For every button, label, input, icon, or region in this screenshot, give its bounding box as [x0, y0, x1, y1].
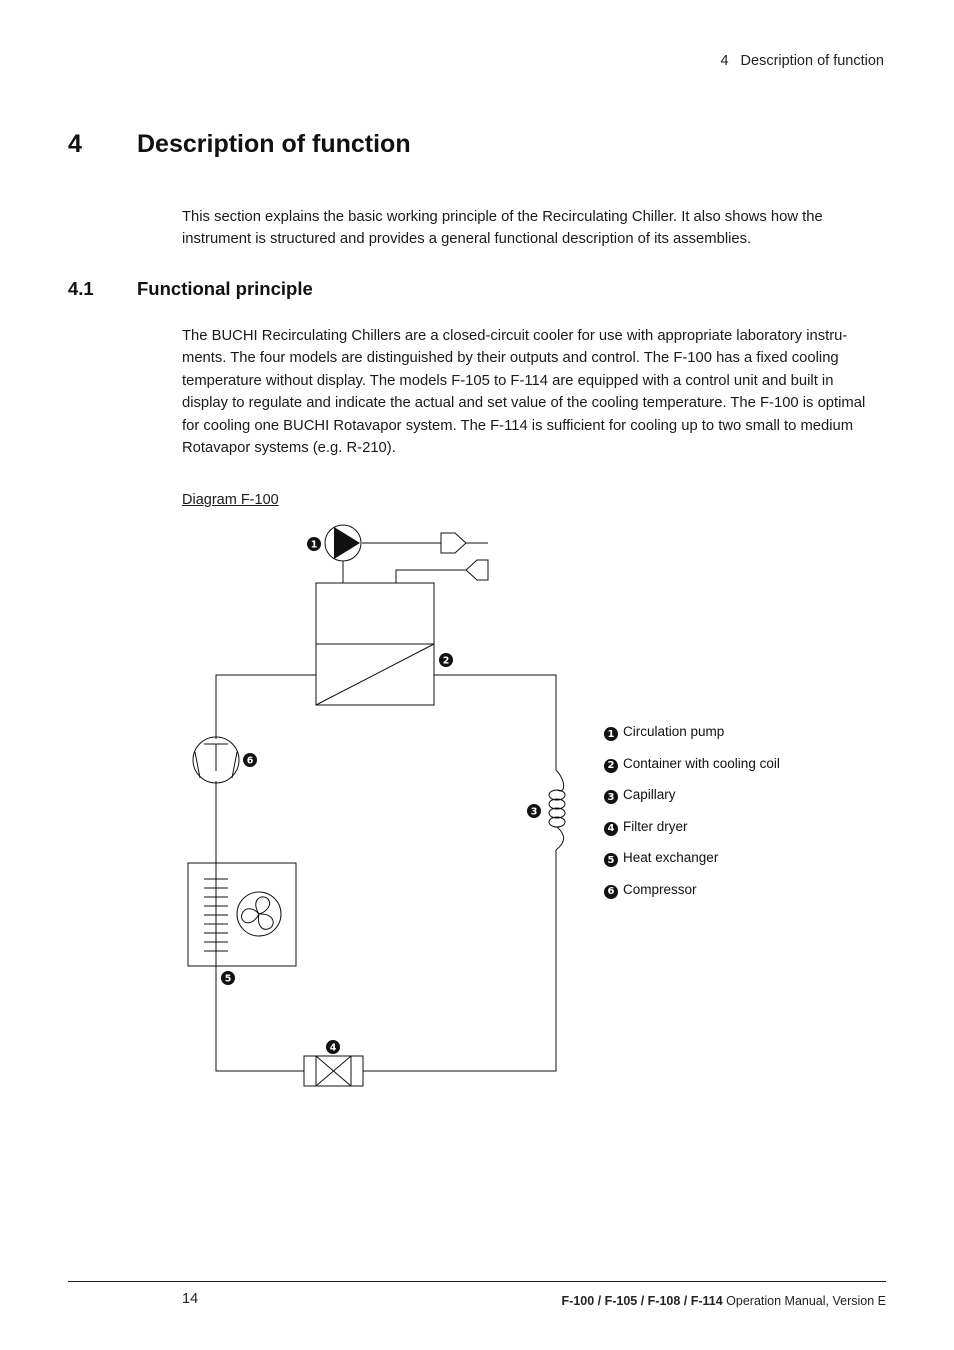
- loop-right-bottom: [363, 850, 557, 1072]
- capillary-turn: [548, 798, 566, 810]
- legend-badge: 1: [604, 727, 618, 741]
- chapter-intro: This section explains the basic working …: [182, 209, 823, 248]
- pump-triangle: [334, 527, 360, 559]
- heat-exchanger-fins: [204, 878, 228, 952]
- marker-2-label: 2: [443, 656, 450, 667]
- capillary-upper-bend: [555, 769, 565, 792]
- loop-left-top: [215, 674, 316, 739]
- footer-document-title: F-100 / F-105 / F-108 / F-114 Operation …: [562, 1294, 886, 1308]
- legend-item: 6 Compressor: [604, 882, 780, 914]
- running-header-chapter-number: 4: [720, 53, 729, 69]
- marker-1-label: 1: [311, 540, 318, 551]
- marker-3: [527, 804, 541, 818]
- loop-left-bottom: [215, 966, 304, 1072]
- marker-3-label: 3: [531, 807, 538, 818]
- section-body: The BUCHI Recirculating Chillers are a c…: [182, 328, 866, 457]
- running-header: 4 Description of function: [720, 53, 884, 69]
- capillary-turn: [548, 807, 566, 819]
- diagram-markers: 1 2 3 4 5 6: [221, 537, 541, 1054]
- marker-2: [439, 653, 453, 667]
- legend-item: 4 Filter dryer: [604, 819, 780, 851]
- loop-right-top: [434, 674, 557, 770]
- capillary-lower-bend: [555, 826, 565, 851]
- compressor-icon: [192, 736, 240, 784]
- legend-badge: 6: [604, 884, 618, 899]
- running-header-chapter-title: Description of function: [740, 53, 884, 69]
- section-number: 4.1: [68, 278, 94, 299]
- diagram-caption: Diagram F-100: [182, 492, 279, 508]
- legend-item: 5 Heat exchanger: [604, 850, 780, 882]
- marker-1: [307, 537, 321, 551]
- legend-badge: 3: [604, 790, 618, 805]
- heat-exchanger-box: [187, 862, 297, 967]
- footer-rule: [68, 1281, 886, 1282]
- marker-5: [221, 971, 235, 985]
- legend-label: Circulation pump: [623, 724, 725, 739]
- legend-label: Filter dryer: [623, 818, 688, 834]
- fan-blades: [241, 896, 274, 930]
- filter-dryer-icon: [303, 1055, 364, 1087]
- page-number: 14: [182, 1291, 199, 1307]
- diagram-legend: 1 Circulation pump 2 Container with coolin…: [604, 724, 780, 914]
- marker-6: [243, 753, 257, 767]
- legend-badge: 2: [604, 758, 618, 773]
- legend-label: Heat exchanger: [623, 850, 719, 866]
- legend-label: Compressor: [623, 881, 697, 897]
- legend-item: 2 Container with cooling coil: [604, 756, 780, 788]
- cooling-coil-line: [315, 643, 435, 706]
- compressor-symbol-right: [231, 751, 238, 779]
- fan-icon: [236, 891, 282, 937]
- outlet-arrow-icon: [440, 532, 467, 554]
- legend-label: Container with cooling coil: [623, 755, 780, 771]
- legend-label: Capillary: [623, 787, 676, 803]
- chapter-number: 4: [68, 130, 82, 158]
- return-line: [395, 569, 466, 583]
- section-title: Functional principle: [137, 278, 313, 299]
- legend-item: 1 Circulation pump: [604, 724, 780, 756]
- marker-4: [326, 1040, 340, 1054]
- circuit-lines: [187, 532, 566, 1087]
- marker-6-label: 6: [247, 756, 254, 767]
- marker-5-label: 5: [225, 974, 232, 985]
- capillary-turn: [548, 789, 566, 801]
- marker-4-label: 4: [330, 1043, 337, 1054]
- section-heading: 4.1 Functional principle: [68, 278, 313, 300]
- legend-badge: 5: [604, 853, 618, 868]
- legend-item: 3 Capillary: [604, 787, 780, 819]
- chapter-title: Description of function: [137, 130, 411, 158]
- chapter-heading: 4 Description of function: [68, 130, 411, 159]
- footer-models: F-100 / F-105 / F-108 / F-114: [561, 1294, 723, 1308]
- legend-badge: 4: [604, 821, 618, 836]
- inlet-arrow-icon: [465, 559, 489, 581]
- footer-manual: Operation Manual, Version E: [722, 1294, 886, 1308]
- compressor-symbol-left: [194, 751, 201, 779]
